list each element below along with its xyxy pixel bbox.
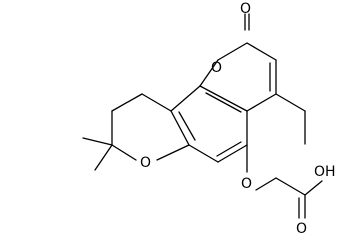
bond-c5-c6-inner	[216, 141, 242, 157]
bond-c6a-c8b-inner	[178, 111, 196, 141]
bond-c8b-c10	[141, 93, 172, 112]
bond-c5-c6	[217, 144, 248, 163]
bond-c4-c4a	[246, 93, 277, 112]
atom-label-carbonyl-oxygen: O	[240, 1, 251, 17]
bond-c8-methyl-b	[94, 144, 113, 171]
bond-ch2-cooh	[275, 177, 306, 196]
bond-c6-c6a	[188, 144, 219, 163]
bond-c8-methyl-a	[82, 137, 113, 146]
atom-labels: O O O O OH O	[140, 1, 336, 237]
bond-o1-c8a	[199, 59, 219, 87]
bond-c8a-c8b	[170, 85, 201, 112]
atom-label-ether-oxygen: O	[241, 176, 252, 192]
bond-o7-c6a	[156, 144, 190, 161]
bond-c8a-c4a-inner	[205, 92, 242, 113]
bonds	[82, 13, 323, 219]
bond-c10-c9	[111, 93, 143, 112]
bond-cooh-oh	[304, 180, 323, 196]
bond-c2-o1	[217, 42, 248, 61]
bond-c6a-c8b	[170, 110, 190, 146]
atom-label-acid-hydroxyl: OH	[314, 164, 336, 180]
bond-ether-o-ch2	[255, 177, 277, 191]
atom-label-lactone-oxygen: O	[211, 60, 222, 76]
bond-c8a-c4a	[199, 85, 248, 112]
bond-c4-ethyl	[275, 93, 306, 112]
structure-diagram: O O O O OH O	[82, 1, 336, 237]
atom-label-pyran-oxygen: O	[140, 155, 151, 171]
atom-label-acid-carbonyl-oxygen: O	[296, 221, 307, 237]
bond-c2-c3	[246, 42, 277, 61]
bond-c8-o7	[111, 144, 137, 161]
molecule-drawing: O O O O OH O	[82, 1, 336, 237]
